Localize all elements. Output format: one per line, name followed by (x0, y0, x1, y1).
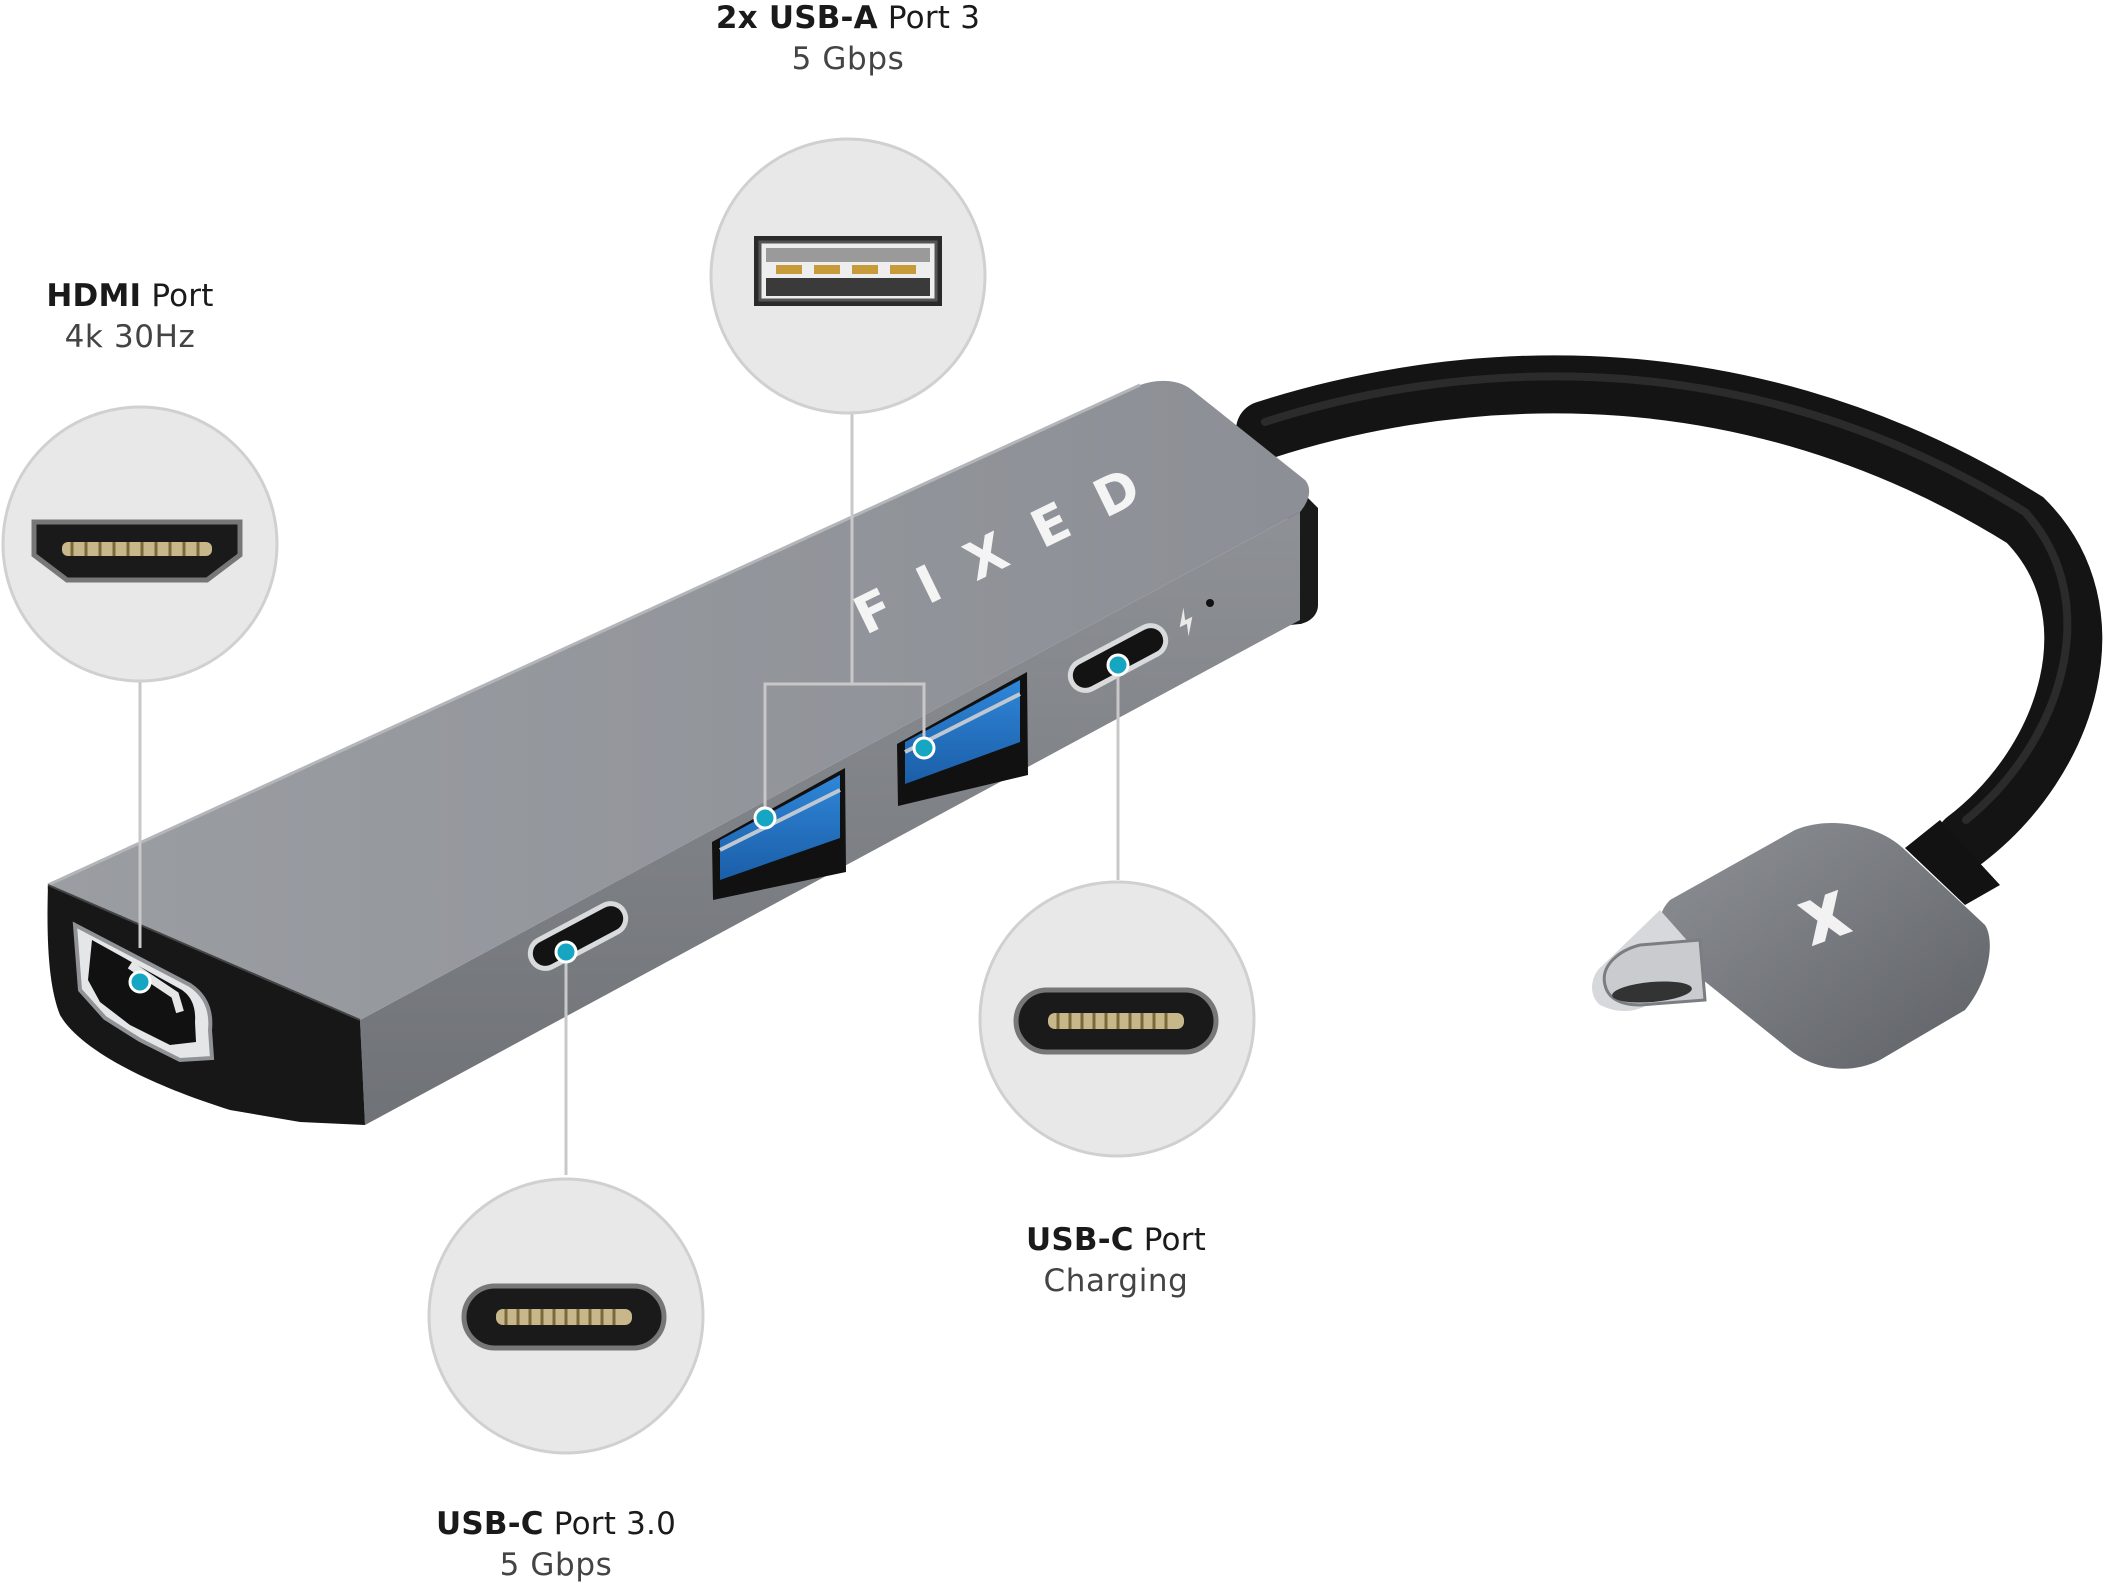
usb-c-charging-title-rest: Port (1133, 1222, 1207, 1258)
leader-lines (138, 413, 1120, 1175)
usb-c-charging-callout-label: USB-C Port Charging (946, 1220, 1286, 1302)
usb-c-charging-title-bold: USB-C (1025, 1222, 1134, 1258)
usb-a-port-icon (754, 236, 942, 306)
hub-body: FIXED (47, 380, 1318, 1125)
usb-a-title-rest: Port 3 (877, 0, 981, 36)
usb-c-charging-zoom-circle (978, 880, 1256, 1158)
port-markers (128, 653, 1130, 994)
hdmi-title-rest: Port (141, 278, 214, 314)
usb-c-plug (1592, 822, 1990, 1069)
x-logo-icon (1796, 889, 1854, 947)
usb-c-data-title-rest: Port 3.0 (543, 1506, 676, 1542)
usb-a-title-bold: 2x USB-A (715, 0, 878, 36)
hdmi-title-bold: HDMI (46, 278, 142, 314)
usb-c-cable (1236, 355, 2103, 1069)
usb-a-zoom-circle (709, 137, 987, 415)
usb-c-data-title-bold: USB-C (435, 1506, 544, 1542)
status-led (1206, 599, 1214, 607)
hdmi-zoom-circle (1, 405, 279, 683)
lightning-icon (1179, 607, 1193, 637)
usb-a-callout-label: 2x USB-A Port 3 5 Gbps (648, 0, 1048, 80)
usb-c-charging-subtitle: Charging (1043, 1262, 1189, 1299)
usb-c-data-subtitle: 5 Gbps (499, 1546, 613, 1583)
usb-c-data-callout-label: USB-C Port 3.0 5 Gbps (386, 1504, 726, 1586)
usb-c-port-icon (461, 1283, 667, 1351)
hdmi-callout-label: HDMI Port 4k 30Hz (0, 276, 260, 358)
usb-c-port-data (527, 901, 629, 971)
usb-a-port-1 (712, 768, 846, 900)
usb-a-subtitle: 5 Gbps (791, 40, 905, 77)
hdmi-subtitle: 4k 30Hz (64, 318, 196, 355)
usb-c-data-zoom-circle (427, 1177, 705, 1455)
hdmi-port-icon (31, 519, 243, 583)
usb-c-port-icon (1013, 987, 1219, 1055)
